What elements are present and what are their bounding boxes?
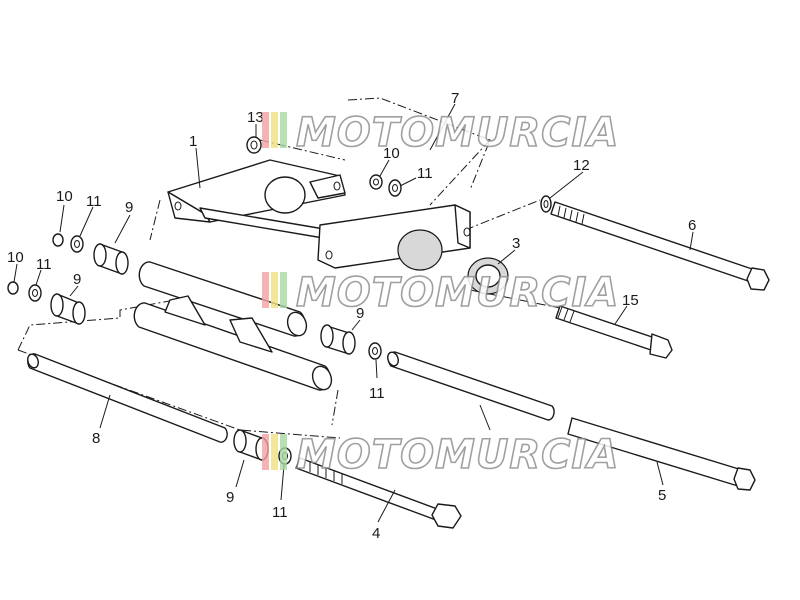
part-11-washer-top: [388, 179, 402, 197]
part-10-nut-left-lower: [7, 281, 19, 295]
callout-9-middle: 9: [356, 305, 364, 322]
callout-4: 4: [372, 525, 380, 542]
middle-pin: [387, 351, 555, 421]
watermark-text: MOTOMURCIA: [296, 110, 619, 156]
spacer-tube-upper: [138, 261, 308, 337]
callout-10-left-lower: 10: [7, 249, 24, 266]
callout-13: 13: [247, 109, 264, 126]
part-1-swingarm: [167, 159, 471, 271]
part-10-nut-left-upper: [52, 233, 64, 247]
callout-9-left-lower: 9: [73, 271, 81, 288]
callout-labels: 1 7 13 10 11 12 6 3 15 10 11 9 10 11 9 9…: [7, 90, 696, 542]
callout-9-bottom: 9: [226, 489, 234, 506]
part-11-washer-middle: [368, 342, 382, 360]
leader-lines: [13, 103, 694, 523]
part-9-bush-middle: [320, 324, 356, 355]
part-9-bush-left-lower: [50, 293, 86, 325]
part-4-bolt: [295, 457, 462, 529]
callout-8: 8: [92, 430, 100, 447]
callout-11-left-lower: 11: [36, 256, 52, 273]
part-12-washer: [540, 195, 552, 213]
callout-10-left-upper: 10: [56, 188, 73, 205]
part-9-bush-left-upper: [93, 243, 129, 275]
part-5-shaft: [567, 417, 756, 491]
callout-7: 7: [451, 90, 459, 107]
part-11-washer-left-upper: [70, 235, 84, 253]
callout-6: 6: [688, 217, 696, 234]
callout-11-left-upper: 11: [86, 193, 102, 210]
part-10-nut-top: [369, 174, 383, 190]
watermark-text: MOTOMURCIA: [296, 432, 619, 478]
callout-3: 3: [512, 235, 520, 252]
callout-11-middle: 11: [369, 385, 385, 402]
callout-15: 15: [622, 292, 639, 309]
callout-12: 12: [573, 157, 590, 174]
callout-11-bottom: 11: [272, 504, 288, 521]
callout-5: 5: [658, 487, 666, 504]
watermark-middle: MOTOMURCIA: [262, 269, 619, 317]
spacer-tube-lower: [133, 295, 333, 391]
watermark-bottom: MOTOMURCIA: [262, 431, 619, 479]
part-8-rod: [27, 353, 228, 443]
part-11-washer-left-lower: [28, 284, 42, 302]
part-6-bolt: [550, 201, 770, 291]
part-3-bush: [467, 257, 509, 295]
alignment-lines: [17, 97, 561, 439]
part-15-bolt: [555, 305, 673, 359]
watermark-text: MOTOMURCIA: [296, 270, 619, 316]
watermark-top: MOTOMURCIA: [262, 109, 619, 157]
callout-11-top: 11: [417, 165, 433, 182]
callout-10-top: 10: [383, 145, 400, 162]
part-13-nut: [246, 136, 262, 154]
callout-1: 1: [189, 133, 197, 150]
callout-9-left-upper: 9: [125, 199, 133, 216]
